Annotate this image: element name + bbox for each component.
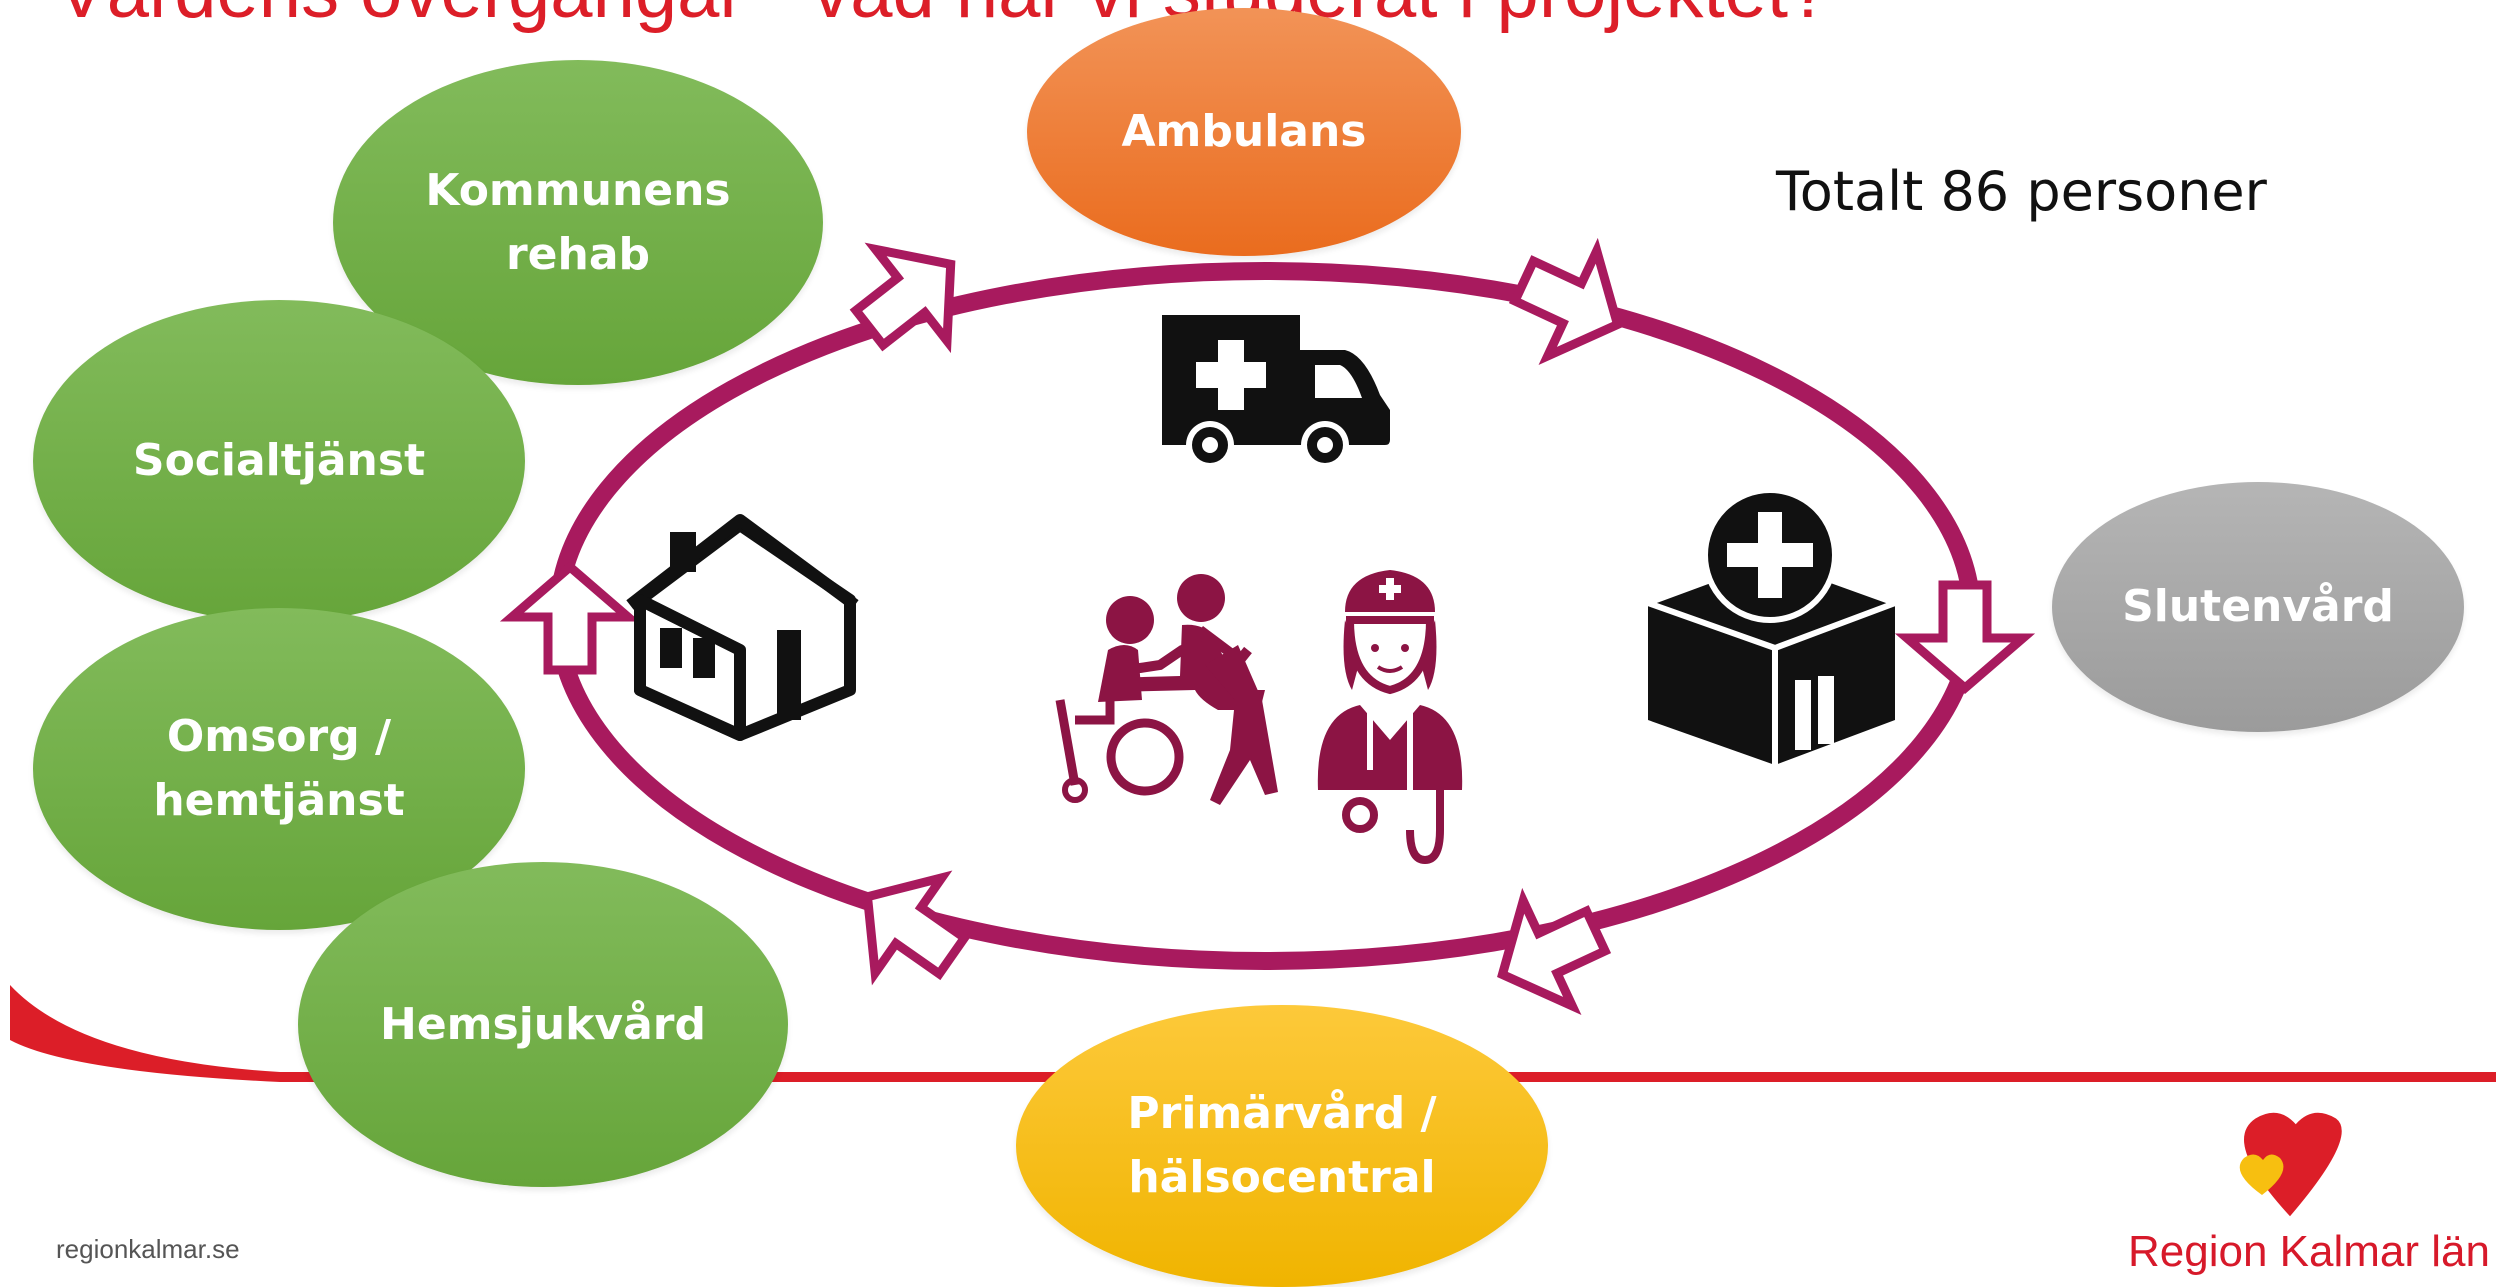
bubble-socialtjanst: Socialtjänst [33, 300, 525, 622]
bubble-primarvard-halsocentral: Primärvård / hälsocentral [1016, 1005, 1548, 1287]
nurse-icon [1317, 570, 1463, 865]
bubble-hemsjukvard: Hemsjukvård [298, 862, 788, 1187]
heart-logo-icon [2239, 1112, 2342, 1217]
bubble-slutenvard: Slutenvård [2052, 482, 2464, 732]
total-persons-label: Totalt 86 personer [1776, 160, 2267, 223]
wheelchair-caregiver-icon [1055, 574, 1278, 805]
footer-logo-text: Region Kalmar län [2128, 1227, 2490, 1276]
hospital-icon [1639, 487, 1904, 1014]
arrow-bottom-right-icon [1497, 887, 1612, 1016]
arrow-top-left-icon [849, 242, 956, 354]
footer-website: regionkalmar.se [56, 1234, 240, 1264]
house-icon [626, 514, 859, 741]
bubble-ambulans: Ambulans [1027, 8, 1461, 256]
ambulance-icon [1162, 315, 1390, 469]
arrow-right-icon [1894, 580, 2036, 694]
arrow-top-right-icon [1508, 237, 1623, 366]
arrow-bottom-left-icon [862, 870, 971, 986]
red-wave-line [10, 985, 2496, 1082]
page-title: Vårdens övergångar - vad har vi studerat… [56, 0, 2056, 30]
arrow-left-icon [499, 561, 641, 675]
